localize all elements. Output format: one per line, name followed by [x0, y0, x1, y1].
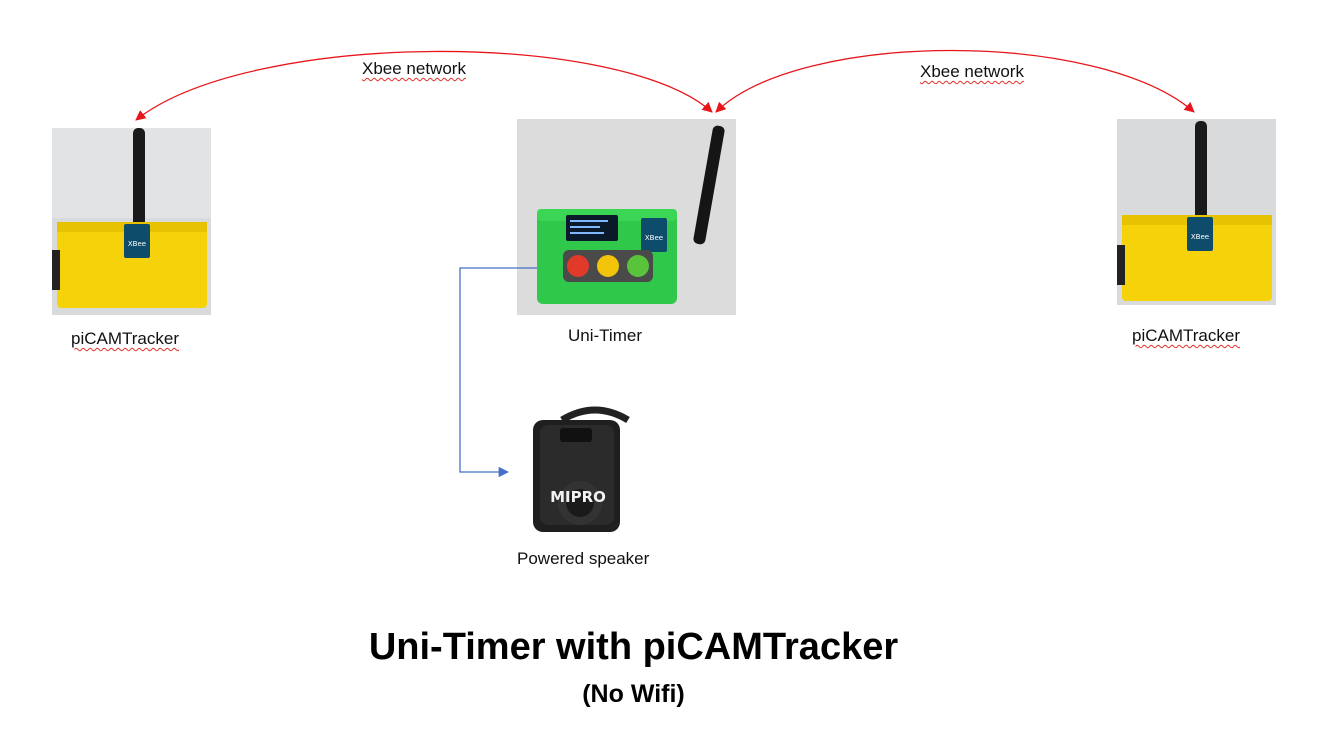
xbee-network-label-left: Xbee network	[362, 59, 466, 78]
speaker-icon: MIPRO	[533, 406, 630, 532]
speaker-brand: MIPRO	[550, 488, 606, 506]
antenna-icon	[1195, 121, 1207, 221]
green-button-icon	[627, 255, 649, 277]
antenna-icon	[693, 125, 725, 245]
uni-timer-photo: XBee	[517, 119, 736, 315]
uni-timer-label: Uni-Timer	[568, 326, 642, 345]
right-tracker-label: piCAMTracker	[1132, 326, 1240, 345]
xbee-module-icon	[641, 218, 667, 252]
xbee-link-right	[715, 49, 1195, 113]
xbee-module-icon	[124, 224, 150, 258]
tracker-body	[1122, 215, 1272, 301]
xbee-badge: XBee	[645, 234, 663, 242]
red-button-icon	[567, 255, 589, 277]
yellow-button-icon	[597, 255, 619, 277]
speaker-label: Powered speaker	[517, 549, 650, 568]
xbee-badge: XBee	[1191, 233, 1209, 241]
antenna-icon	[133, 128, 145, 228]
xbee-module-icon	[1187, 217, 1213, 251]
xbee-network-label-right: Xbee network	[920, 62, 1024, 81]
left-tracker-label: piCAMTracker	[71, 329, 179, 348]
tracker-body	[57, 222, 207, 308]
right-tracker-photo: XBee	[1117, 119, 1276, 305]
page-title: Uni-Timer with piCAMTracker	[368, 626, 899, 668]
page-subtitle: (No Wifi)	[582, 680, 685, 708]
audio-link	[459, 267, 537, 478]
left-tracker-photo: XBee	[52, 128, 211, 315]
xbee-badge: XBee	[128, 240, 146, 248]
xbee-link-left	[135, 50, 713, 121]
